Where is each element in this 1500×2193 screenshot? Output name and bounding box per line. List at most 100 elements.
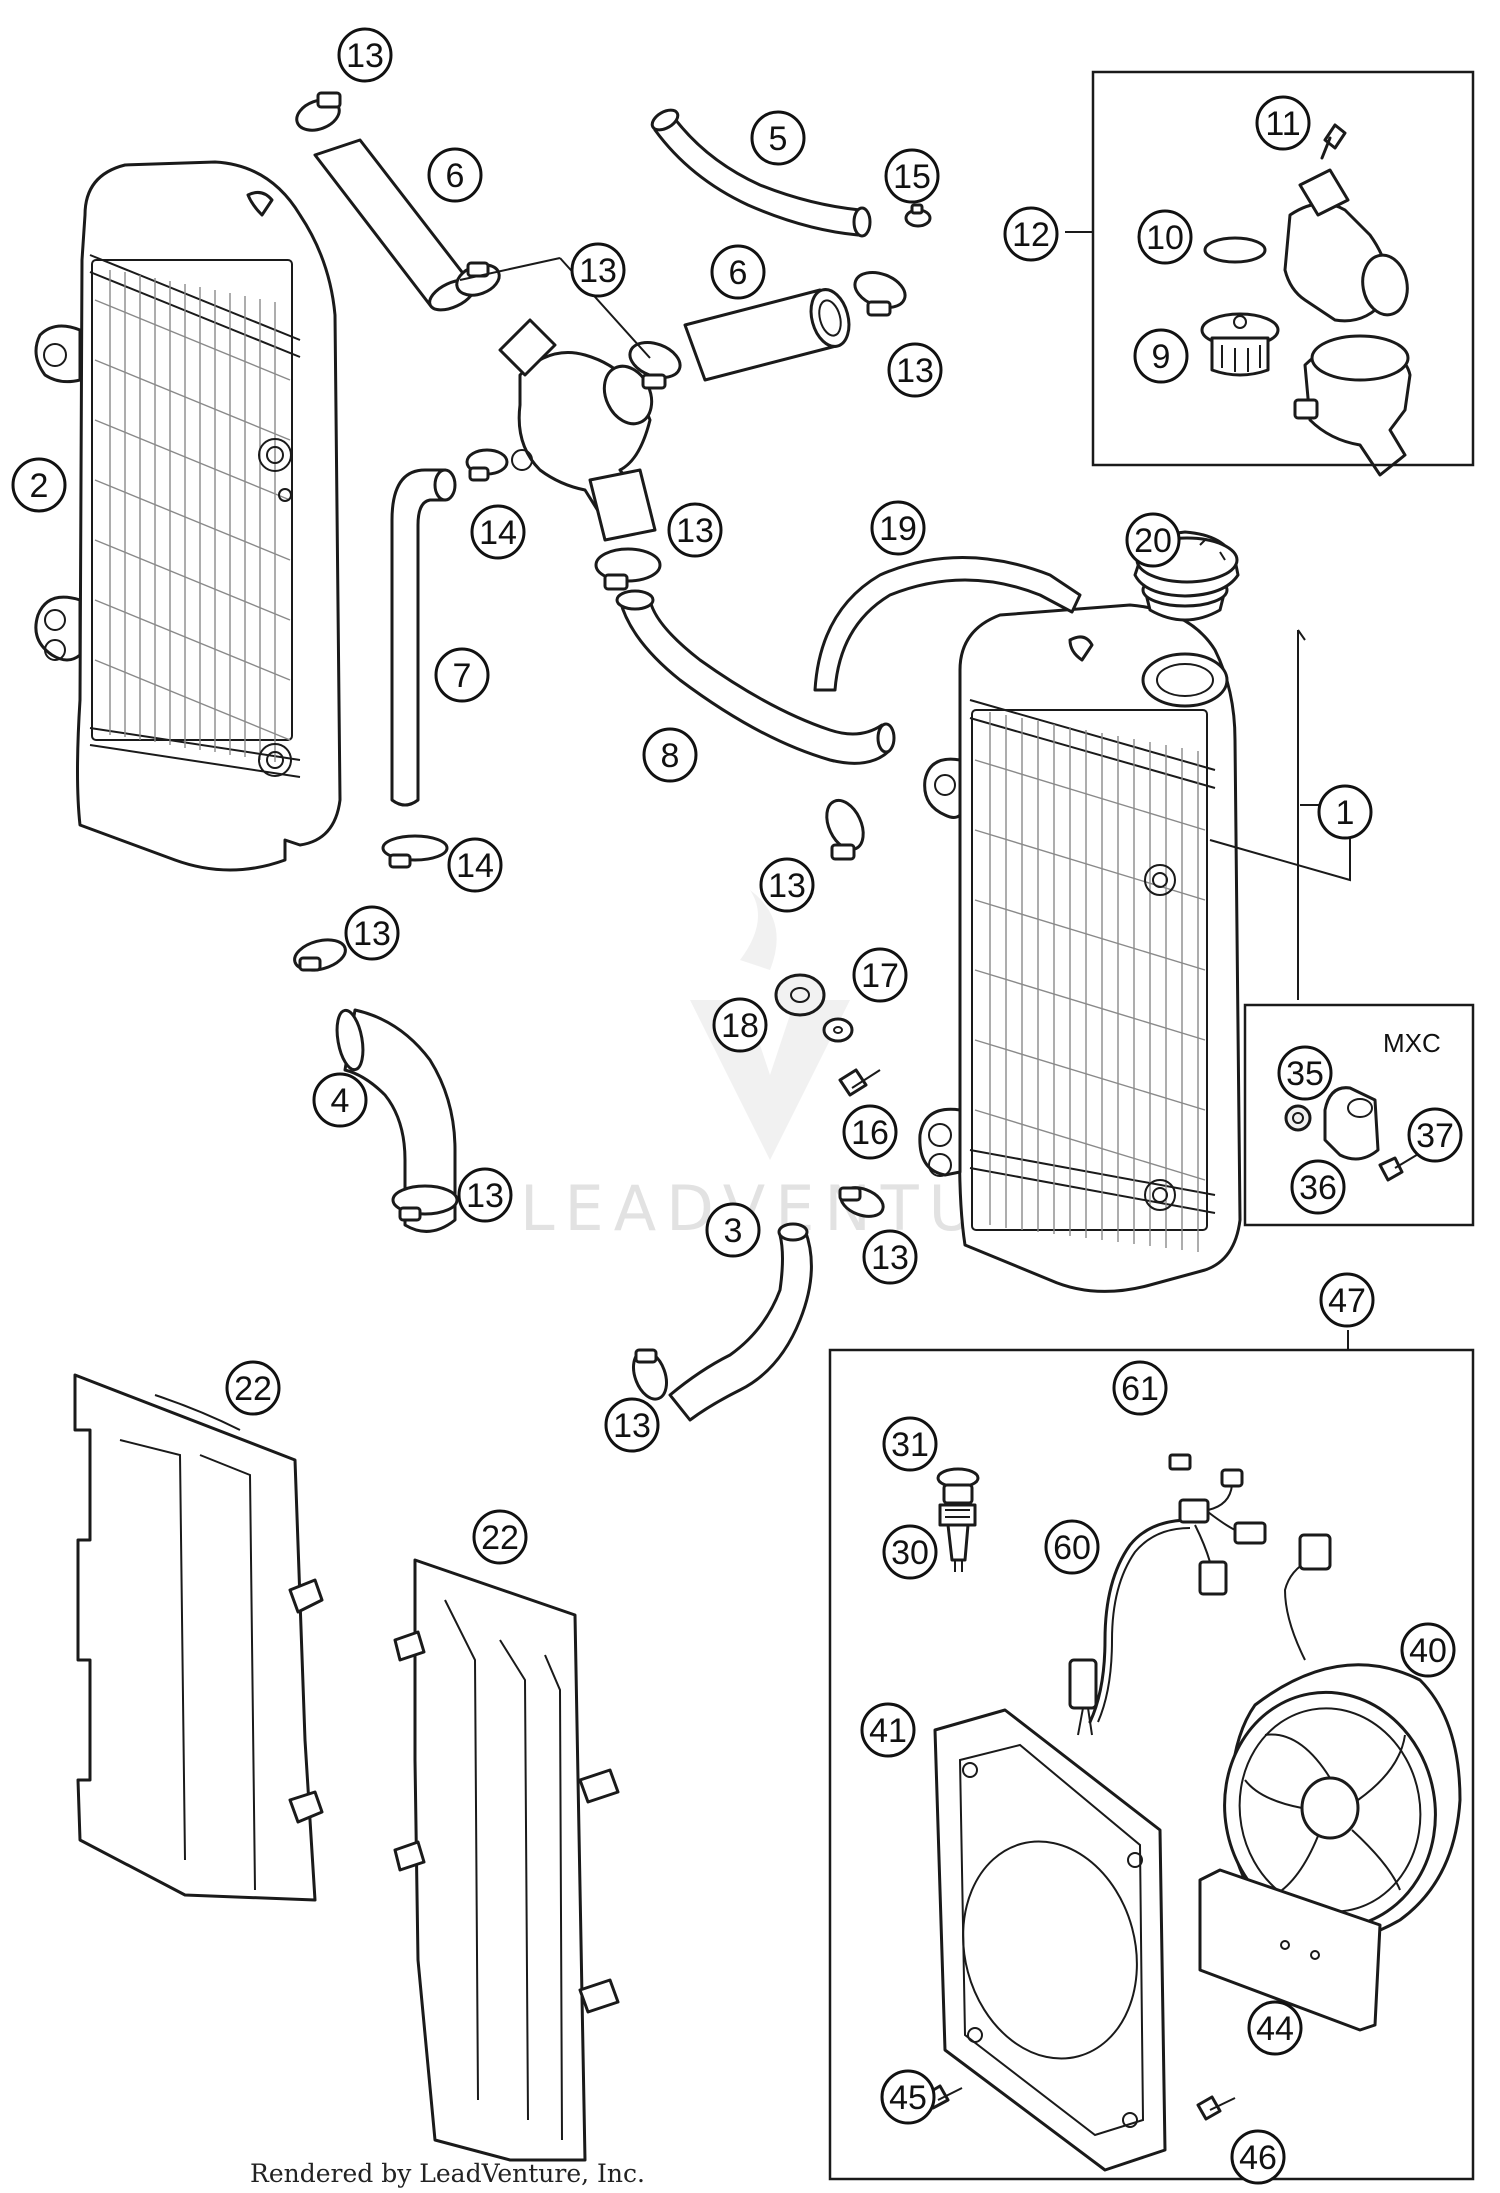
callout-13[interactable]: 13 [887,342,943,398]
callout-13[interactable]: 13 [862,1229,918,1285]
thermostat[interactable] [1200,312,1280,377]
bolt-16[interactable] [838,1068,881,1097]
callout-40[interactable]: 40 [1400,1622,1456,1678]
hose-5[interactable] [649,106,872,238]
callout-17[interactable]: 17 [852,947,908,1003]
callout-13[interactable]: 13 [570,242,626,298]
connector-61[interactable] [1168,1453,1192,1471]
callout-35[interactable]: 35 [1277,1045,1333,1101]
hose-clamp[interactable] [904,203,932,228]
hose-clamp[interactable] [291,935,348,976]
callout-1[interactable]: 1 [1317,784,1373,840]
callout-6[interactable]: 6 [710,244,766,300]
thermostat-kit-box [1091,70,1475,467]
hose-clamp[interactable] [381,834,449,869]
spacer-36[interactable] [1323,1086,1380,1161]
hose-clamp[interactable] [293,91,344,136]
hose-clamp[interactable] [594,547,662,591]
hose-7[interactable] [390,468,457,807]
callout-14[interactable]: 14 [470,504,526,560]
callout-4[interactable]: 4 [312,1072,368,1128]
callout-circle [1290,1159,1346,1215]
screw-46[interactable] [1196,2095,1236,2121]
callout-44[interactable]: 44 [1247,2000,1303,2056]
wiring-harness[interactable] [1068,1468,1267,1736]
callout-13[interactable]: 13 [457,1167,513,1223]
cooling-fan[interactable] [1206,1533,1462,1944]
radiator-guard-right[interactable] [393,1558,620,2162]
radiator-right[interactable] [918,603,1242,1293]
callout-14[interactable]: 14 [447,837,503,893]
hose-19[interactable] [813,556,1082,692]
callout-12[interactable]: 12 [1003,206,1059,262]
callout-10[interactable]: 10 [1137,209,1193,265]
radiator-left[interactable] [34,160,342,872]
hose-clamp[interactable] [837,1182,887,1221]
screw-11[interactable] [1320,123,1347,160]
callout-22[interactable]: 22 [225,1360,281,1416]
callout-circle [759,857,815,913]
callout-37[interactable]: 37 [1407,1107,1463,1163]
callout-8[interactable]: 8 [642,727,698,783]
hose-clamp[interactable] [850,266,910,317]
rubber-bushing-18[interactable] [774,973,826,1017]
callout-36[interactable]: 36 [1290,1159,1346,1215]
callout-3[interactable]: 3 [705,1202,761,1258]
hose-4[interactable] [333,1008,457,1233]
callout-20[interactable]: 20 [1125,512,1181,568]
radiator-guard-left[interactable] [73,1373,324,1902]
callout-15[interactable]: 15 [884,148,940,204]
callout-number: 5 [769,120,788,158]
thermostat-housing-detail[interactable] [1283,168,1412,477]
bolt-37[interactable] [1378,1149,1426,1182]
hose-clamp[interactable] [465,448,509,482]
callout-6[interactable]: 6 [427,147,483,203]
callout-7[interactable]: 7 [434,647,490,703]
callout-13[interactable]: 13 [604,1397,660,1453]
hose-6-middle[interactable] [683,285,855,382]
callout-number: 46 [1239,2139,1277,2177]
hose-8[interactable] [615,589,896,765]
callout-13[interactable]: 13 [344,905,400,961]
callout-11[interactable]: 11 [1255,95,1311,151]
hose-clamp[interactable] [820,795,871,861]
callout-45[interactable]: 45 [880,2069,936,2125]
callout-number: 3 [724,1212,743,1250]
callout-47[interactable]: 47 [1319,1272,1375,1328]
callout-13[interactable]: 13 [337,27,393,83]
callout-22[interactable]: 22 [472,1509,528,1565]
callout-circle [710,244,766,300]
hose-clamp[interactable] [625,336,685,390]
callout-18[interactable]: 18 [712,997,768,1053]
callout-41[interactable]: 41 [860,1702,916,1758]
callout-circle [1137,209,1193,265]
callout-number: 40 [1409,1632,1447,1670]
hose-clamp[interactable] [391,1184,459,1222]
nut-35[interactable] [1284,1104,1312,1132]
callout-61[interactable]: 61 [1112,1360,1168,1416]
callout-16[interactable]: 16 [842,1104,898,1160]
callout-19[interactable]: 19 [870,500,926,556]
callout-13[interactable]: 13 [667,502,723,558]
callout-60[interactable]: 60 [1044,1519,1100,1575]
o-ring-10[interactable] [1203,236,1267,264]
hose-clamp[interactable] [453,259,504,300]
temperature-switch[interactable] [938,1483,977,1572]
callout-9[interactable]: 9 [1133,328,1189,384]
radiator-cap[interactable] [1133,530,1240,622]
callout-circle [344,905,400,961]
callout-31[interactable]: 31 [882,1416,938,1472]
hose-3[interactable] [668,1222,813,1422]
callout-30[interactable]: 30 [882,1524,938,1580]
thermostat-housing[interactable] [498,318,661,542]
fan-bracket[interactable] [1198,1868,1382,2032]
callout-2[interactable]: 2 [11,457,67,513]
callout-13[interactable]: 13 [759,857,815,913]
fan-shroud[interactable] [933,1708,1167,2172]
callout-5[interactable]: 5 [750,110,806,166]
callout-circle [312,1072,368,1128]
callout-number: 13 [613,1407,651,1445]
washer-17[interactable] [822,1017,854,1043]
hose-clamp[interactable] [627,1346,672,1403]
callout-46[interactable]: 46 [1230,2129,1286,2185]
